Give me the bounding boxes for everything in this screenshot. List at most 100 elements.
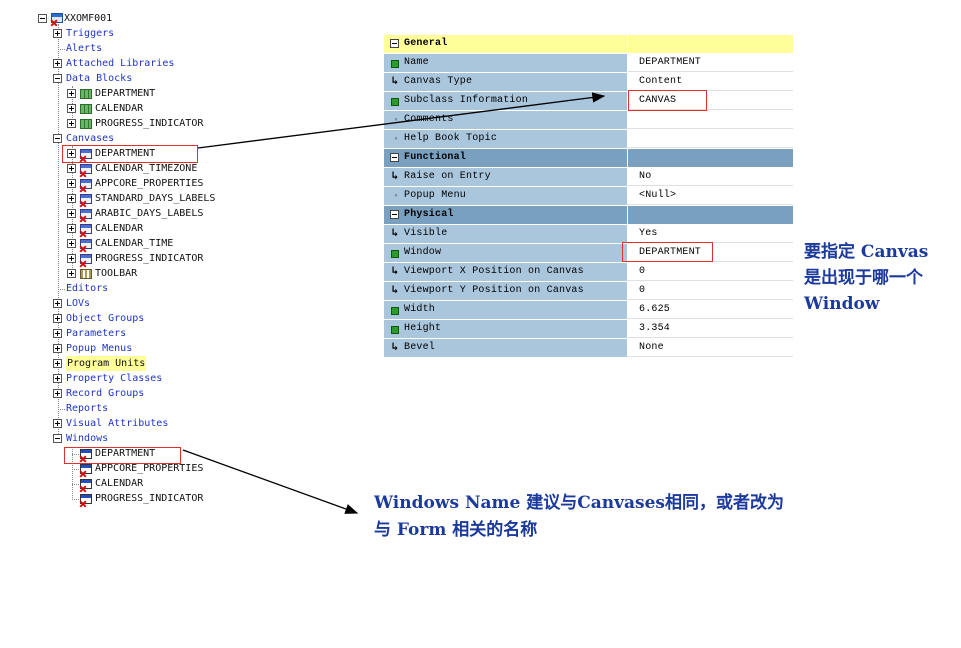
expand-icon[interactable]	[67, 254, 76, 263]
highlight-box-subclass-value	[628, 90, 707, 111]
property-value[interactable]: Content	[628, 73, 793, 91]
tree-connector	[72, 454, 79, 455]
property-value[interactable]	[628, 130, 793, 148]
collapse-icon[interactable]	[53, 434, 62, 443]
property-row-window[interactable]: Window DEPARTMENT	[384, 244, 793, 262]
green-square-icon	[391, 326, 399, 334]
property-row-width[interactable]: Width 6.625	[384, 301, 793, 319]
property-value[interactable]: No	[628, 168, 793, 186]
dot-icon: ◦	[393, 191, 399, 201]
window-icon	[80, 464, 92, 474]
dot-icon: ◦	[393, 134, 399, 144]
expand-icon[interactable]	[67, 224, 76, 233]
property-value[interactable]: CANVAS	[628, 92, 793, 110]
arrow-icon: ↳	[391, 342, 399, 354]
green-square-icon	[391, 250, 399, 258]
property-value[interactable]: DEPARTMENT	[628, 54, 793, 72]
toolbar-canvas-icon	[80, 269, 92, 279]
expand-icon[interactable]	[53, 389, 62, 398]
tree-connector	[72, 499, 79, 500]
canvas-icon	[80, 224, 92, 234]
expand-icon[interactable]	[53, 344, 62, 353]
property-row-name[interactable]: Name DEPARTMENT	[384, 54, 793, 72]
error-x-icon	[80, 216, 86, 222]
property-row-raise-on-entry[interactable]: ↳Raise on Entry No	[384, 168, 793, 186]
collapse-icon[interactable]	[390, 153, 399, 162]
canvas-icon	[80, 164, 92, 174]
expand-icon[interactable]	[53, 59, 62, 68]
section-general[interactable]: General	[384, 35, 793, 53]
expand-icon[interactable]	[53, 359, 62, 368]
property-row-bevel[interactable]: ↳Bevel None	[384, 339, 793, 357]
property-row-help-book-topic[interactable]: ◦Help Book Topic	[384, 130, 793, 148]
data-block-icon	[80, 119, 92, 129]
section-functional[interactable]: Functional	[384, 149, 793, 167]
expand-icon[interactable]	[67, 239, 76, 248]
property-row-viewport-x[interactable]: ↳Viewport X Position on Canvas 0	[384, 263, 793, 281]
tree-connector	[72, 447, 73, 500]
property-value[interactable]	[628, 111, 793, 129]
highlight-box-window-department	[64, 447, 181, 464]
property-row-comments[interactable]: ◦Comments	[384, 111, 793, 129]
arrow-icon: ↳	[391, 266, 399, 278]
expand-icon[interactable]	[53, 29, 62, 38]
expand-icon[interactable]	[53, 314, 62, 323]
section-physical[interactable]: Physical	[384, 206, 793, 224]
property-value[interactable]: 6.625	[628, 301, 793, 319]
property-value[interactable]: None	[628, 339, 793, 357]
error-x-icon	[80, 501, 86, 507]
expand-icon[interactable]	[67, 209, 76, 218]
green-square-icon	[391, 98, 399, 106]
expand-icon[interactable]	[67, 104, 76, 113]
property-row-canvas-type[interactable]: ↳Canvas Type Content	[384, 73, 793, 91]
canvas-icon	[80, 194, 92, 204]
error-x-icon	[80, 486, 86, 492]
collapse-icon[interactable]	[53, 74, 62, 83]
highlight-box-window-value	[622, 242, 713, 262]
collapse-icon[interactable]	[38, 14, 47, 23]
tree-connector	[72, 484, 79, 485]
window-icon	[80, 494, 92, 504]
error-x-icon	[80, 246, 86, 252]
canvas-icon	[80, 239, 92, 249]
property-value[interactable]: 0	[628, 263, 793, 281]
expand-icon[interactable]	[67, 119, 76, 128]
arrow-icon: ↳	[391, 228, 399, 240]
collapse-icon[interactable]	[390, 210, 399, 219]
window-icon	[80, 479, 92, 489]
collapse-icon[interactable]	[390, 39, 399, 48]
expand-icon[interactable]	[67, 194, 76, 203]
property-row-height[interactable]: Height 3.354	[384, 320, 793, 338]
property-value[interactable]: <Null>	[628, 187, 793, 205]
property-palette: General Name DEPARTMENT ↳Canvas Type Con…	[384, 35, 793, 357]
expand-icon[interactable]	[67, 89, 76, 98]
error-x-icon	[80, 186, 86, 192]
expand-icon[interactable]	[53, 374, 62, 383]
property-value[interactable]: 0	[628, 282, 793, 300]
expand-icon[interactable]	[67, 149, 76, 158]
expand-icon[interactable]	[53, 329, 62, 338]
data-block-icon	[80, 89, 92, 99]
error-x-icon	[51, 20, 57, 26]
tree-connector	[58, 289, 65, 290]
expand-icon[interactable]	[67, 269, 76, 278]
expand-icon[interactable]	[53, 419, 62, 428]
green-square-icon	[391, 307, 399, 315]
canvas-icon	[80, 254, 92, 264]
property-value[interactable]: Yes	[628, 225, 793, 243]
collapse-icon[interactable]	[53, 134, 62, 143]
expand-icon[interactable]	[67, 179, 76, 188]
property-row-visible[interactable]: ↳Visible Yes	[384, 225, 793, 243]
annotation-windows-name: Windows Name 建议与Canvases相同，或者改为 与 Form 相…	[374, 493, 784, 540]
window-icon	[80, 449, 92, 459]
error-x-icon	[80, 261, 86, 267]
property-row-viewport-y[interactable]: ↳Viewport Y Position on Canvas 0	[384, 282, 793, 300]
data-block-icon	[80, 104, 92, 114]
green-square-icon	[391, 60, 399, 68]
form-icon	[51, 13, 63, 23]
property-value[interactable]: 3.354	[628, 320, 793, 338]
property-row-subclass-information[interactable]: Subclass Information CANVAS	[384, 92, 793, 110]
property-row-popup-menu[interactable]: ◦Popup Menu <Null>	[384, 187, 793, 205]
expand-icon[interactable]	[67, 164, 76, 173]
expand-icon[interactable]	[53, 299, 62, 308]
